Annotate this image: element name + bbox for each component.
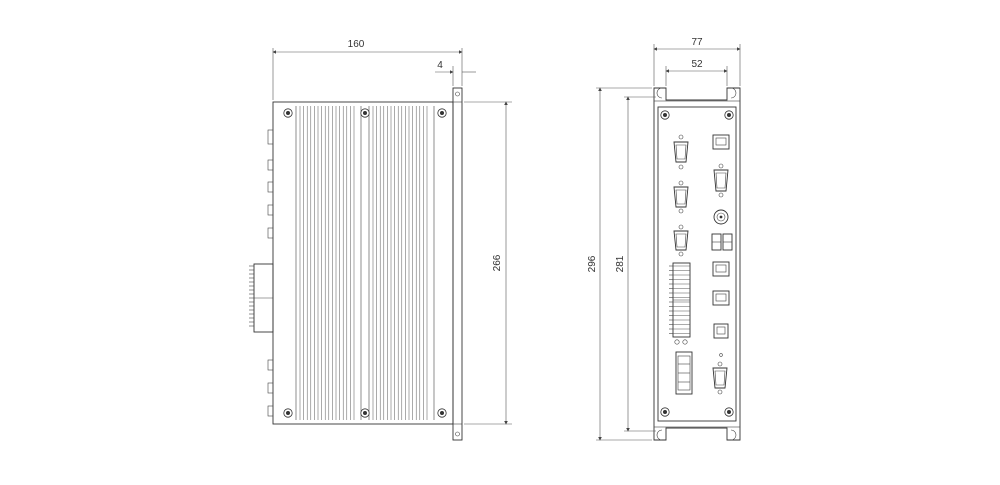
dim-296-label: 296 (587, 255, 598, 272)
ethernet-port-1 (712, 134, 730, 150)
dim-266-label: 266 (492, 254, 503, 271)
screw-icon (660, 110, 670, 120)
power-terminal (675, 351, 693, 395)
screw-icon (360, 108, 370, 118)
ethernet-port-3 (712, 290, 730, 306)
ethernet-port-2 (712, 261, 730, 277)
dim-160: 160 (272, 39, 463, 100)
dim-77-label: 77 (691, 37, 703, 48)
dim-266: 266 (464, 101, 512, 425)
side-terminal-block (249, 263, 274, 333)
db9-port-1 (673, 134, 689, 170)
screw-icon (660, 407, 670, 417)
dim-4: 4 (435, 60, 476, 86)
screw-icon (437, 108, 447, 118)
screw-icon (724, 110, 734, 120)
ethernet-port-4 (713, 323, 729, 339)
heatsink-fins (295, 106, 435, 420)
power-connector-icon (713, 209, 729, 225)
dim-52: 52 (665, 59, 728, 86)
screw-icon (283, 108, 293, 118)
dim-296: 296 (587, 87, 652, 441)
led-indicator (719, 353, 723, 357)
dim-77: 77 (653, 37, 741, 86)
db9-port-4 (712, 361, 728, 395)
mounting-flange (452, 87, 463, 441)
vga-port (713, 163, 729, 198)
io-terminal-block (669, 262, 691, 338)
dim-4-label: 4 (437, 60, 443, 71)
dim-281-label: 281 (615, 255, 626, 272)
db9-port-2 (673, 180, 689, 214)
front-plate (653, 87, 741, 441)
screw-icon (283, 408, 293, 418)
front-view: 77 52 296 281 (587, 37, 741, 441)
dim-52-label: 52 (691, 59, 703, 70)
side-edge-details (267, 129, 274, 417)
screw-icon (724, 407, 734, 417)
dim-281: 281 (615, 96, 656, 432)
db9-port-3 (673, 224, 689, 257)
screw-icon (360, 408, 370, 418)
usb-ports (711, 233, 733, 251)
dim-160-label: 160 (348, 39, 365, 50)
front-panel (657, 106, 737, 422)
side-view: 160 4 266 (249, 39, 512, 441)
screw-icon (437, 408, 447, 418)
